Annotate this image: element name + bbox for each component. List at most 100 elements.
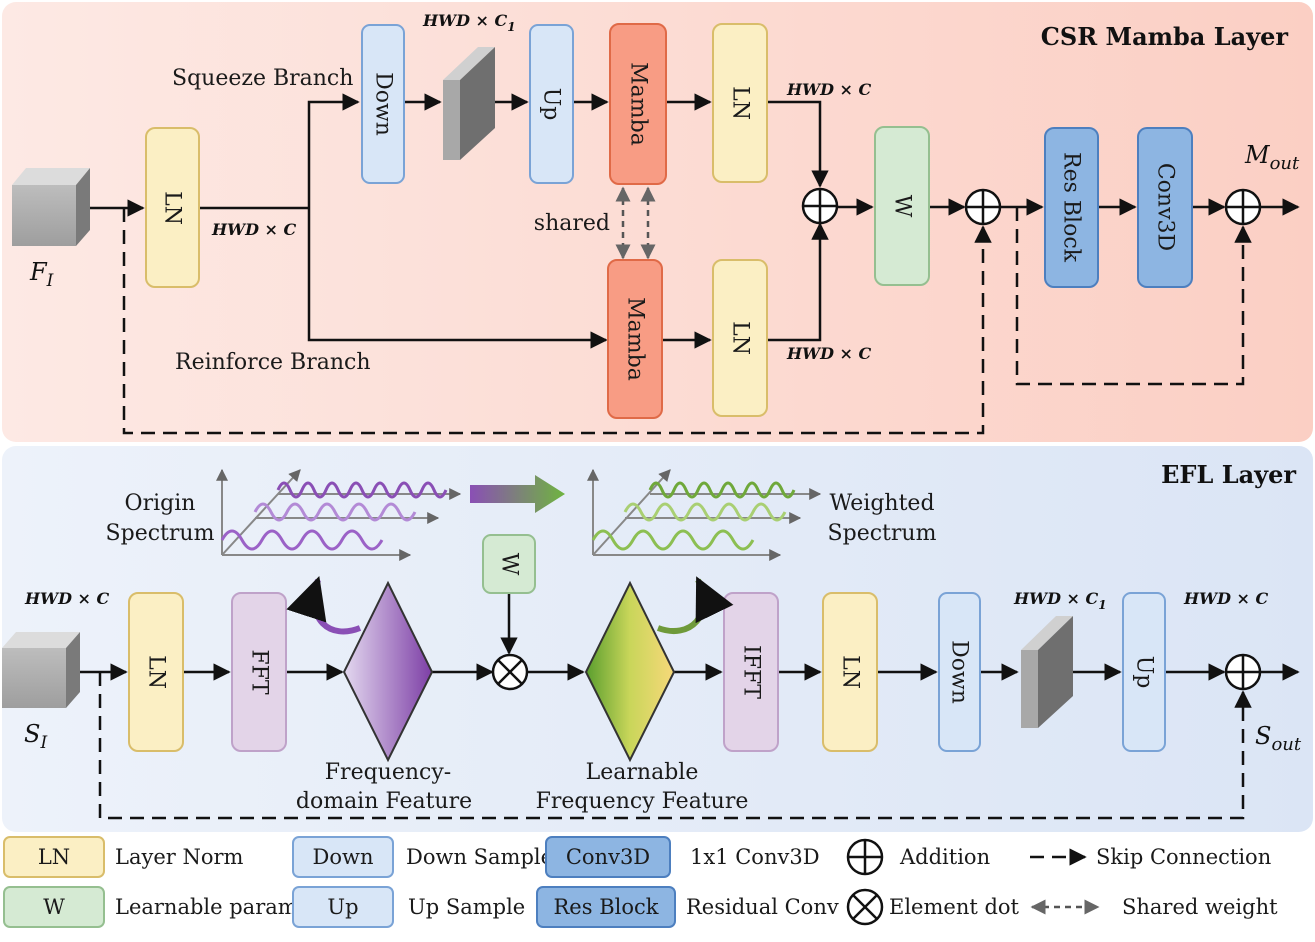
csr-output-label: Mout [1244,141,1300,174]
legend: LN Layer Norm W Learnable param. Down Do… [3,836,1278,928]
spectrum-transform-arrow [470,475,565,513]
frequency-domain-label-1: Frequency- [325,760,451,785]
efl-up-box [1122,592,1166,752]
legend-down-text: Down [313,845,374,869]
origin-spectrum-label-2: Spectrum [106,521,215,546]
legend-addition-icon [846,838,884,876]
legend-skip-desc: Skip Connection [1096,845,1271,869]
csr-conv3d-text: Conv3D [1153,163,1178,251]
learnable-frequency-label-2: Frequency Feature [536,789,749,814]
efl-skip-main [98,672,1252,820]
efl-w-box [482,534,536,594]
csr-res-block-text: Res Block [1059,152,1084,263]
csr-dim-top: HWD × C [786,80,872,99]
csr-skip-main [122,208,992,435]
origin-spectrum-graphic [216,468,462,561]
legend-w-text: W [43,895,65,919]
efl-down-box [938,592,981,752]
legend-conv-text: Conv3D [566,845,650,869]
legend-ln-text: LN [38,845,70,869]
efl-ln-text: LN [144,655,169,689]
csr-dim-main: HWD × C [211,220,297,239]
csr-mamba-bottom-text: Mamba [623,297,648,381]
legend-shared-desc: Shared weight [1122,895,1278,919]
csr-up-text: Up [539,88,564,121]
efl-ifft-box [723,592,779,752]
csr-mamba-bottom-box [607,259,663,419]
legend-conv-box [545,836,671,878]
element-dot-icon [491,653,529,691]
efl-fft-box [231,592,287,752]
efl-add-icon [1224,653,1262,691]
legend-res-text: Res Block [554,895,659,919]
csr-w-box [874,126,930,286]
legend-up-box [292,886,394,928]
csr-add-2-icon [964,188,1002,226]
reinforce-branch-label: Reinforce Branch [175,350,371,375]
green-curved-arrow [656,576,734,635]
weighted-spectrum-label-2: Spectrum [828,521,937,546]
csr-mamba-top-text: Mamba [626,62,651,146]
weighted-spectrum-label-1: Weighted [829,491,934,516]
csr-mamba-top-box [609,23,667,185]
legend-add-desc: Addition [899,845,990,869]
squeeze-branch-label: Squeeze Branch [172,66,353,91]
csr-ln-box [145,127,200,288]
efl-up-text: Up [1132,656,1157,689]
efl-ln2-box [822,592,878,752]
csr-add-3-icon [1224,188,1262,226]
csr-input-cube [12,168,90,246]
learnable-frequency-diamond [584,580,676,763]
efl-title: EFL Layer [1161,460,1296,489]
legend-down-box [292,836,394,878]
legend-conv-desc: 1x1 Conv3D [690,845,820,869]
efl-input-cube [2,632,80,708]
shared-label: shared [534,211,610,236]
csr-wire-squeeze [307,93,360,208]
efl-ifft-text: IFFT [739,645,764,699]
learnable-frequency-label-1: Learnable [586,760,699,785]
legend-ln-box [3,836,105,878]
legend-res-box [536,886,676,928]
purple-curved-arrow [286,576,362,635]
csr-skip-inner [1015,207,1252,386]
legend-ln-desc: Layer Norm [115,845,244,869]
csr-wire-ln-add-top [767,100,829,188]
efl-feature-cube [1021,616,1073,728]
csr-ln-bottom-box [712,259,768,417]
weighted-spectrum-graphic [587,468,822,561]
csr-w-text: W [890,195,915,218]
efl-input-label: SI [24,720,47,753]
csr-feature-cube [443,47,495,160]
csr-add-1-icon [801,187,839,225]
csr-wire-ln-add-bottom [767,222,829,342]
csr-ln-top-box [712,23,768,183]
efl-dim-in: HWD × C [24,589,110,608]
csr-input-label: FI [29,258,54,291]
csr-wire-reinforce [307,208,608,349]
csr-conv3d-box [1137,127,1193,288]
csr-down-text: Down [371,72,396,136]
efl-dim-c1: HWD × C1 [1013,589,1107,612]
csr-res-block-box [1044,127,1099,288]
legend-up-desc: Up Sample [408,895,525,919]
efl-w-text: W [497,553,522,576]
legend-w-box [3,886,105,928]
legend-element-dot-icon [846,888,884,926]
csr-title: CSR Mamba Layer [1041,22,1289,51]
legend-w-desc: Learnable param. [115,895,304,919]
csr-up-box [529,24,574,184]
efl-dim-out: HWD × C [1183,589,1269,608]
csr-dim-bottom: HWD × C [786,344,872,363]
frequency-domain-label-2: domain Feature [296,789,472,814]
csr-ln-text: LN [160,191,185,225]
legend-res-desc: Residual Conv [686,895,839,919]
efl-down-text: Down [947,640,972,704]
csr-ln-bottom-text: LN [728,321,753,355]
csr-ln-top-text: LN [728,86,753,120]
origin-spectrum-label-1: Origin [125,491,196,516]
csr-panel [2,2,1313,442]
legend-up-text: Up [327,895,358,919]
efl-output-label: Sout [1255,722,1302,755]
